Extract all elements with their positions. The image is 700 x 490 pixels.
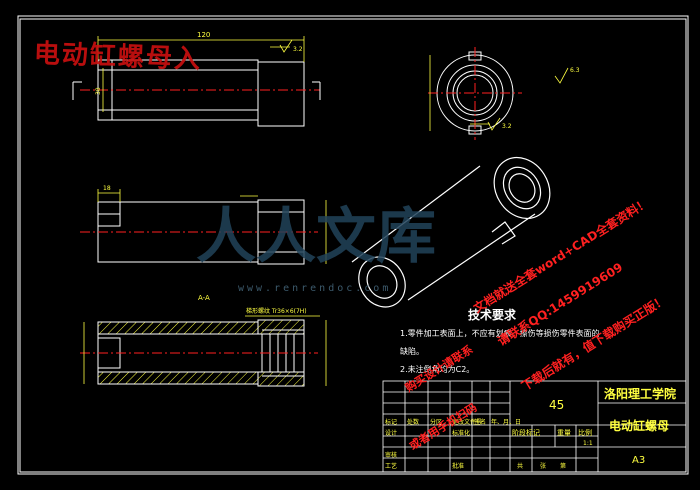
tech-line-1b: 缺陷。	[400, 347, 424, 356]
dim-overall-length	[97, 36, 305, 62]
label-mark: 标记	[385, 419, 398, 426]
label-process: 工艺	[385, 463, 398, 470]
sheet-size: A3	[632, 455, 646, 466]
dim-text-overall: 120	[197, 31, 210, 39]
url-watermark: www.renrendoc.com	[238, 283, 392, 294]
logo-watermark: 人人文库	[196, 202, 436, 272]
label-design: 设计	[385, 430, 398, 437]
roughness-text-3: 3.2	[502, 123, 512, 130]
part-name: 电动缸螺母	[609, 419, 670, 433]
label-date: 年、月、日	[491, 419, 522, 426]
front-view	[97, 59, 305, 127]
dim-middle	[97, 189, 327, 264]
section-view	[97, 319, 305, 387]
label-zone: 分区	[430, 419, 443, 426]
dim-text-18: 18	[103, 185, 111, 192]
inner-frame	[19, 18, 687, 473]
section-arrow-right	[312, 81, 321, 100]
label-scale: 比例	[578, 429, 592, 437]
tech-line-1: 1.零件加工表面上，不应有划痕、擦伤等损伤零件表面的	[400, 329, 600, 338]
label-approve: 批准	[452, 463, 465, 470]
tech-line-2: 2.未注倒角均为C2。	[400, 365, 475, 374]
tech-requirements-title: 技术要求	[468, 308, 517, 322]
thread-note: 梯形螺纹 Tr36×6(7H)	[246, 307, 307, 315]
label-sheet: 张	[540, 463, 547, 470]
school-name: 洛阳理工学院	[604, 387, 677, 401]
label-count: 处数	[407, 419, 420, 426]
dim-section	[83, 315, 327, 386]
label-weight: 重量	[557, 429, 571, 437]
dim-text-dia: 38	[95, 87, 102, 95]
roughness-text-2: 6.3	[570, 67, 580, 74]
roughness-text-1: 3.2	[293, 46, 303, 53]
material: 45	[549, 398, 565, 412]
title-block	[382, 380, 687, 473]
dim-end-view	[429, 55, 569, 131]
label-page: 第	[560, 463, 567, 470]
stamp-title: 电动缸螺母入	[33, 39, 203, 75]
label-stage: 阶段标记	[512, 429, 540, 437]
label-review: 审核	[385, 452, 398, 459]
isometric-part	[351, 156, 551, 308]
sheet-border	[17, 15, 689, 475]
section-label: A-A	[198, 294, 210, 302]
label-total: 共	[517, 463, 524, 470]
section-arrow-left	[72, 81, 82, 100]
scale-value: 1:1	[583, 440, 593, 447]
roughness-symbol-1	[279, 39, 293, 53]
label-sign: 签名	[474, 419, 487, 426]
label-doc-no: 更改文件号	[452, 419, 483, 426]
label-std: 标准化	[452, 430, 471, 437]
